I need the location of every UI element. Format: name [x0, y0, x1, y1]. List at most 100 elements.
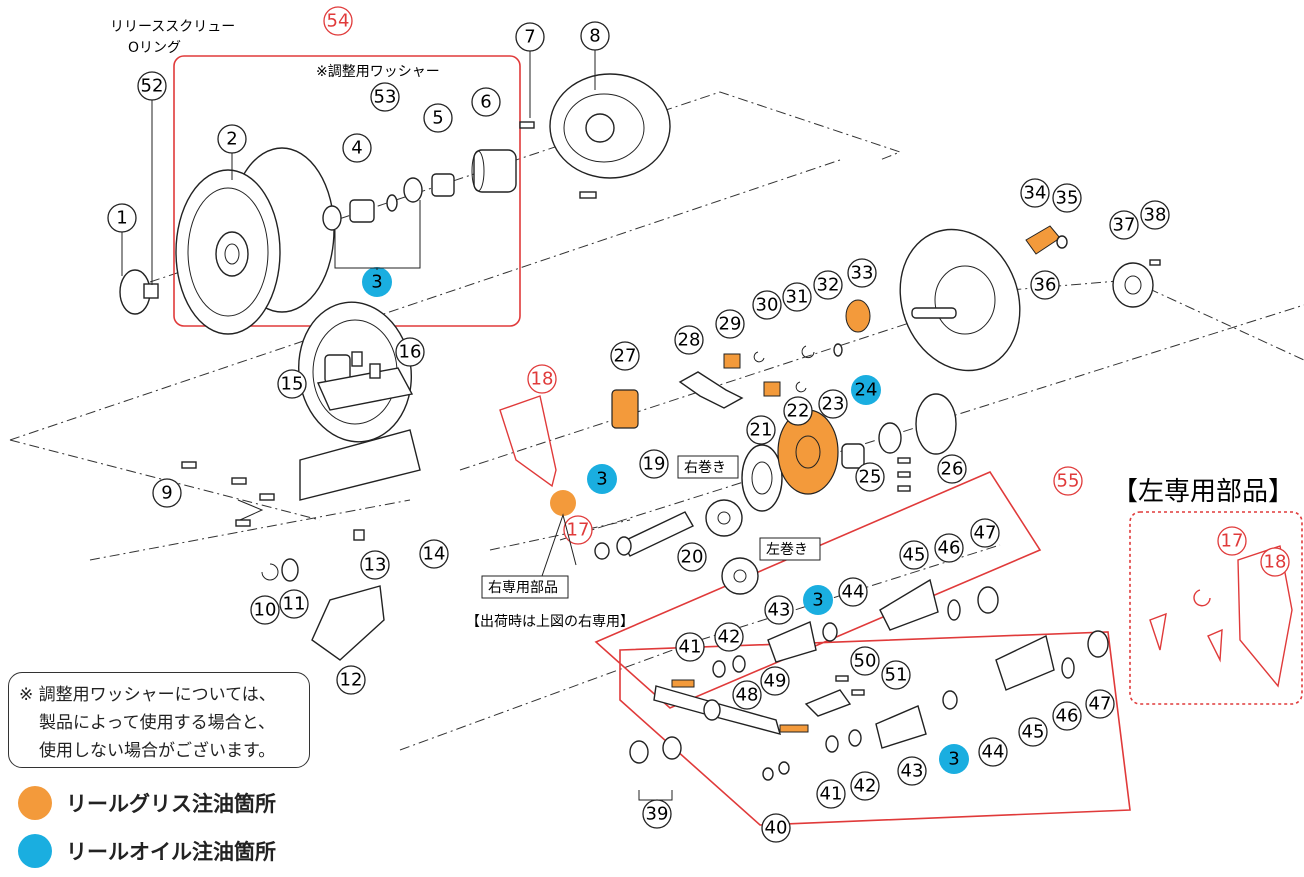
callout-31: 31: [782, 282, 812, 312]
callout-21: 21: [746, 415, 776, 445]
callout-23: 23: [818, 389, 848, 419]
callout-3b: 3: [587, 464, 617, 494]
callout-8: 8: [580, 21, 610, 51]
screw-38: [1149, 259, 1161, 266]
lever-34: [1025, 225, 1061, 255]
washer-21: [741, 444, 783, 512]
side-cover-plate: [549, 73, 671, 179]
svg-text:47: 47: [974, 523, 997, 544]
snap-ring-10: [261, 563, 279, 581]
ratchet-upper: [705, 499, 743, 537]
svg-text:55: 55: [1057, 471, 1080, 492]
washer-53: [386, 194, 398, 212]
svg-text:19: 19: [643, 454, 666, 475]
svg-text:24: 24: [855, 380, 878, 401]
svg-text:1: 1: [116, 208, 127, 229]
release-screw-knob: [119, 269, 159, 315]
callout-15: 15: [277, 369, 307, 399]
svg-text:33: 33: [851, 263, 874, 284]
pinion-gear: [611, 389, 639, 429]
callout-3c: 3: [803, 585, 833, 615]
washer-32: [833, 343, 843, 357]
group-55-box: [594, 470, 1131, 826]
svg-text:8: 8: [589, 26, 600, 47]
svg-text:23: 23: [822, 394, 845, 415]
callout-28: 28: [674, 325, 704, 355]
release-screw-label: リリーススクリュー: [110, 19, 235, 35]
callout-25: 25: [855, 462, 885, 492]
svg-text:3: 3: [371, 272, 382, 293]
callout-45b: 45: [1018, 717, 1048, 747]
callout-5: 5: [423, 103, 453, 133]
svg-text:32: 32: [817, 275, 840, 296]
svg-text:36: 36: [1034, 275, 1057, 296]
svg-text:12: 12: [340, 670, 363, 691]
assembly-axis-lines: [9, 91, 1304, 751]
callout-48: 48: [732, 680, 762, 710]
svg-text:46: 46: [1056, 706, 1079, 727]
screw-7: [519, 121, 535, 129]
cam-33: [845, 299, 871, 333]
callout-36: 36: [1030, 270, 1060, 300]
svg-text:54: 54: [327, 11, 350, 32]
callout-47a: 47: [970, 518, 1000, 548]
bushing-5: [431, 173, 455, 197]
svg-text:53: 53: [374, 87, 397, 108]
svg-text:11: 11: [283, 594, 306, 615]
spool-collar: [349, 199, 375, 223]
svg-text:35: 35: [1056, 188, 1079, 209]
callout-18b: 18: [1260, 547, 1290, 577]
svg-text:17: 17: [567, 520, 590, 541]
svg-text:38: 38: [1144, 205, 1167, 226]
clutch-plate-28: [678, 371, 744, 409]
svg-text:21: 21: [750, 420, 773, 441]
grease-dot-icon: [18, 786, 52, 820]
callout-52: 52: [137, 71, 167, 101]
callout-24: 24: [851, 375, 881, 405]
svg-text:48: 48: [736, 685, 759, 706]
callout-6: 6: [471, 87, 501, 117]
svg-text:2: 2: [226, 129, 237, 150]
svg-text:5: 5: [432, 108, 443, 129]
svg-text:28: 28: [678, 330, 701, 351]
callout-47b: 47: [1085, 689, 1115, 719]
svg-text:30: 30: [756, 295, 779, 316]
callout-46b: 46: [1052, 701, 1082, 731]
o-ring-label: Oリング: [128, 40, 181, 56]
svg-text:44: 44: [982, 742, 1005, 763]
legend-grease-label: リールグリス注油箇所: [66, 792, 276, 816]
ratchet-lower: [721, 557, 759, 595]
spring-29: [723, 353, 781, 397]
svg-text:18: 18: [531, 369, 554, 390]
screws-25: [897, 457, 911, 492]
svg-text:39: 39: [646, 804, 669, 825]
screw-13: [353, 529, 365, 541]
callout-43b: 43: [897, 756, 927, 786]
svg-text:20: 20: [681, 547, 704, 568]
callout-44a: 44: [838, 577, 868, 607]
svg-text:13: 13: [364, 555, 387, 576]
callout-1: 1: [107, 203, 137, 233]
callout-43a: 43: [764, 595, 794, 625]
svg-text:25: 25: [859, 467, 882, 488]
svg-text:17: 17: [1221, 531, 1244, 552]
legend-grease: リールグリス注油箇所: [18, 786, 276, 820]
handle-arm: [653, 679, 809, 735]
svg-text:49: 49: [764, 671, 787, 692]
callout-22: 22: [783, 396, 813, 426]
frame-screws: [181, 461, 275, 527]
callout-17a: 17: [563, 515, 593, 545]
main-gear: [777, 409, 839, 495]
callout-20: 20: [677, 542, 707, 572]
callout-18a: 18: [527, 364, 557, 394]
svg-text:44: 44: [842, 582, 865, 603]
washer-3-shaft: [594, 542, 610, 560]
plate-right-18: [499, 395, 557, 488]
callout-37: 37: [1109, 210, 1139, 240]
grease-point: [550, 490, 576, 516]
svg-text:41: 41: [679, 637, 702, 658]
svg-text:45: 45: [903, 545, 926, 566]
callout-42a: 42: [714, 622, 744, 652]
callout-10: 10: [250, 595, 280, 625]
